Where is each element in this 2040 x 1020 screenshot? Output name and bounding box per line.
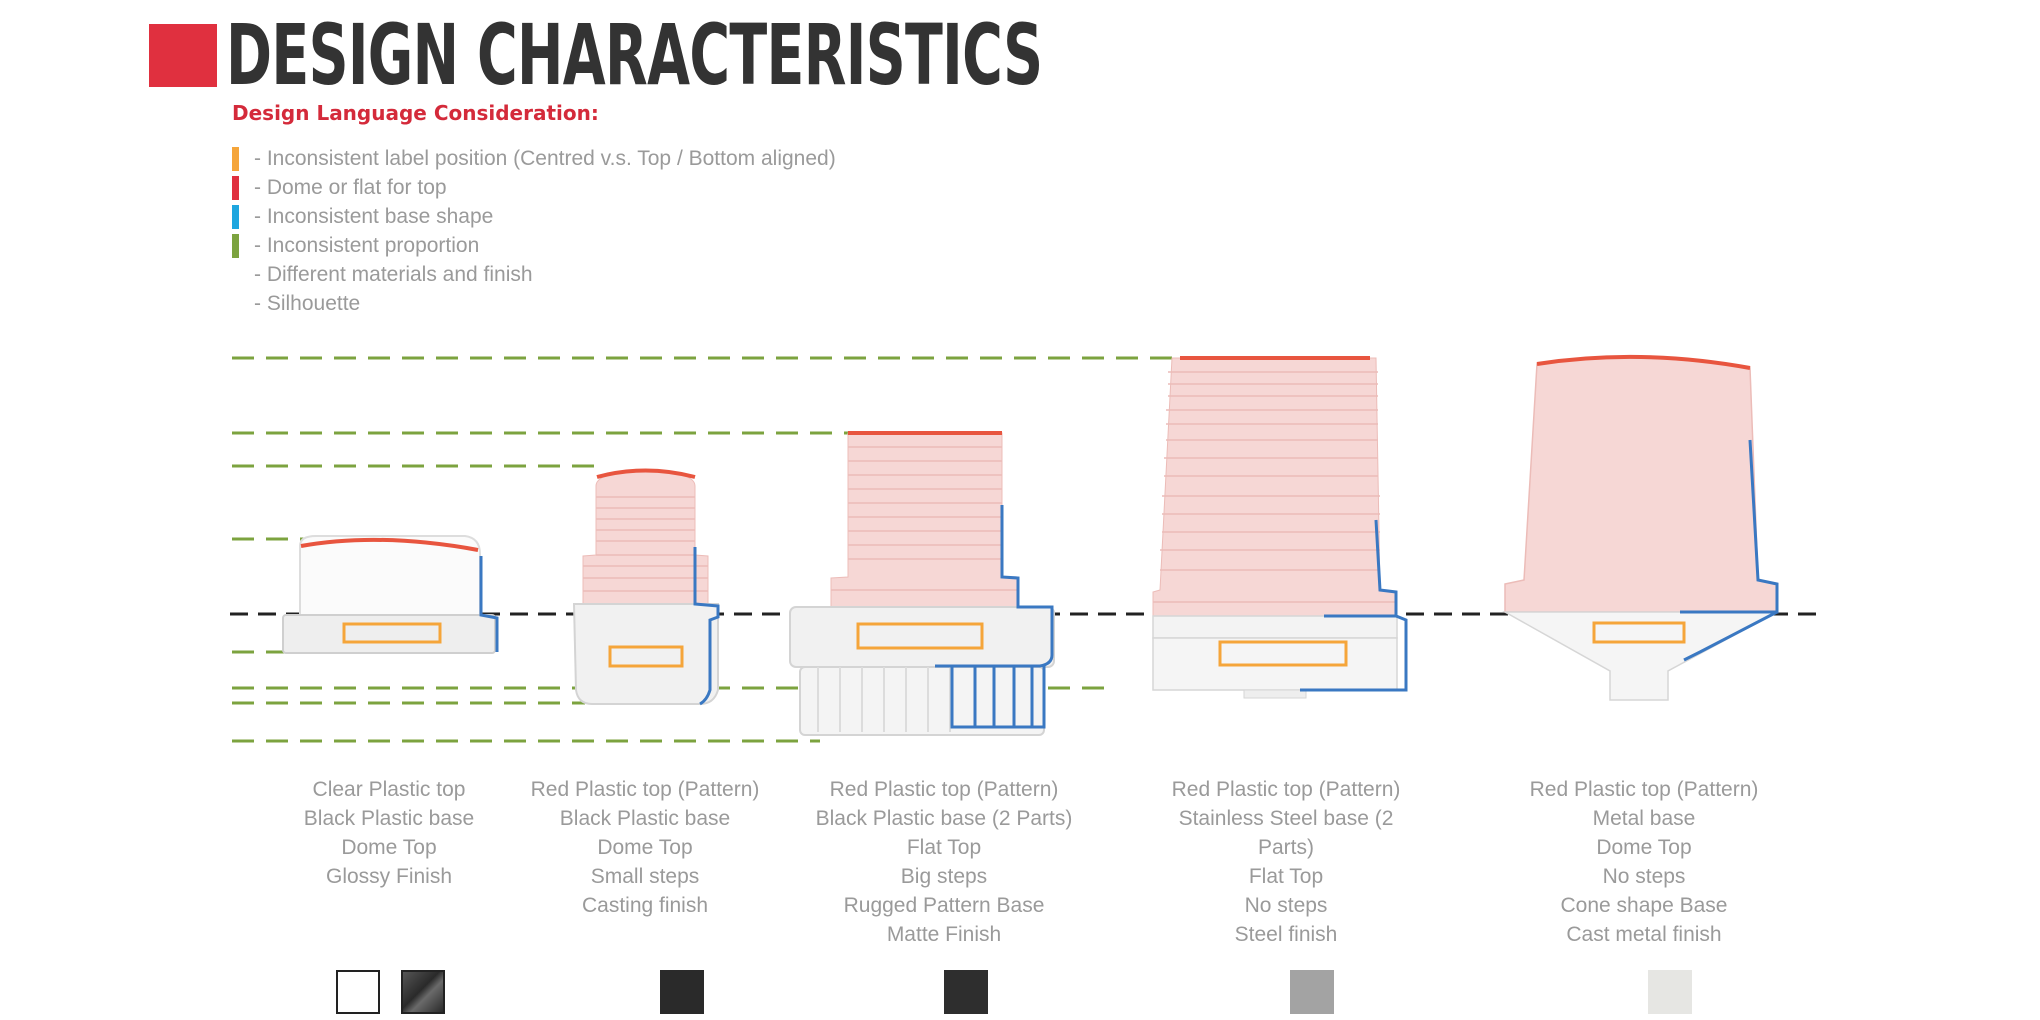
beacon-steel-flat [1152,356,1408,699]
description-line: Small steps [590,865,700,888]
legend-item-dome-top: - Dome or flat for top [232,173,836,202]
beacon-big-steps [789,431,1055,736]
beacon-small-steps [572,468,720,706]
base-shape-outline [1680,439,1779,662]
product-description-cone: Red Plastic top (Pattern) Metal base Dom… [1494,775,1794,949]
legend-text: - Inconsistent label position (Centred v… [254,147,836,170]
legend-text: - Dome or flat for top [254,176,447,199]
product-description-big-steps: Red Plastic top (Pattern) Black Plastic … [794,775,1094,949]
legend-text: - Inconsistent base shape [254,205,494,228]
label-area [1218,640,1348,667]
legend-swatch-red [232,176,239,200]
legend-swatch-green [232,234,239,258]
consideration-legend: - Inconsistent label position (Centred v… [232,144,836,318]
description-line: Red Plastic top (Pattern) [1529,778,1759,801]
description-line: Casting finish [581,894,709,917]
label-area [608,645,684,668]
clear-white-swatch [336,970,380,1014]
cone-base [1502,611,1778,701]
label-area [1592,621,1686,644]
legend-item-proportion: - Inconsistent proportion [232,231,836,260]
cast-black-swatch [660,970,704,1014]
page-title: DESIGN CHARACTERISTICS [226,6,1043,104]
description-line: Dome Top [341,836,437,859]
base-foot [1243,689,1307,699]
base-shape-outline [479,556,499,652]
product-description-steel: Red Plastic top (Pattern) Stainless Stee… [1136,775,1436,949]
clear-base [282,614,496,654]
product-description-small-steps: Red Plastic top (Pattern) Black Plastic … [495,775,795,920]
description-line: Flat Top [1248,865,1324,888]
rib-lines [1153,371,1396,603]
legend-item-materials: - Different materials and finish [232,260,836,289]
beacon-cone-base [1502,354,1779,701]
legend-text: - Different materials and finish [254,263,533,286]
legend-text: - Inconsistent proportion [254,234,480,257]
description-line: Metal base [1592,807,1696,830]
description-line: No steps [1244,894,1328,917]
description-line: Rugged Pattern Base [843,894,1045,917]
beacon-clear-dome [282,535,499,654]
description-line: Matte Finish [886,923,1002,946]
description-line: Glossy Finish [325,865,453,888]
legend-text: - Silhouette [254,292,361,315]
label-area [856,622,984,650]
product-description-clear: Clear Plastic top Black Plastic base Dom… [239,775,539,891]
base-shape-outline [693,547,720,706]
description-line: Flat Top [906,836,982,859]
dome-outline [1536,354,1751,370]
legend-swatch-blue [232,205,239,229]
dark-plastic-base [572,603,719,705]
description-line: No steps [1602,865,1686,888]
rugged-base-upper [789,606,1055,668]
cast-metal-swatch [1648,970,1692,1014]
rugged-pattern-lines [817,667,951,732]
dome-outline [300,537,479,552]
description-line: Big steps [900,865,988,888]
description-line: Black Plastic base [303,807,475,830]
base-step-outlines [950,666,1046,729]
legend-item-label-position: - Inconsistent label position (Centred v… [232,144,836,173]
description-line: Dome Top [597,836,693,859]
glossy-black-swatch [401,970,445,1014]
description-line: Cast metal finish [1566,923,1722,946]
dome-outline [596,468,696,479]
section-subtitle: Design Language Consideration: [232,101,599,125]
description-line: Steel finish [1234,923,1338,946]
description-line: Black Plastic base (2 Parts) [815,807,1073,830]
description-line: Dome Top [1596,836,1692,859]
legend-item-silhouette: - Silhouette [232,289,836,318]
base-shape-outline [935,505,1054,668]
description-line: Stainless Steel base (2 Parts) [1178,807,1394,859]
dome-top-shell [1504,357,1778,613]
clear-dome-top [299,535,481,616]
description-line: Black Plastic base [559,807,731,830]
matte-black-swatch [944,970,988,1014]
base-shape-outline [1300,519,1408,692]
description-line: Red Plastic top (Pattern) [1171,778,1401,801]
legend-swatch-orange [232,147,239,171]
stepped-dome-top [582,469,709,605]
label-area [342,622,442,644]
ribbed-flat-top [830,432,1019,608]
description-line: Red Plastic top (Pattern) [829,778,1059,801]
rib-lines [831,446,1018,591]
description-line: Red Plastic top (Pattern) [530,778,760,801]
description-line: Cone shape Base [1560,894,1728,917]
step-lines [583,496,708,592]
rugged-base-lower [799,666,1045,736]
steel-base-collar [1152,615,1398,639]
legend-item-base-shape: - Inconsistent base shape [232,202,836,231]
steel-grey-swatch [1290,970,1334,1014]
title-accent-block [149,24,217,87]
description-line: Clear Plastic top [312,778,466,801]
